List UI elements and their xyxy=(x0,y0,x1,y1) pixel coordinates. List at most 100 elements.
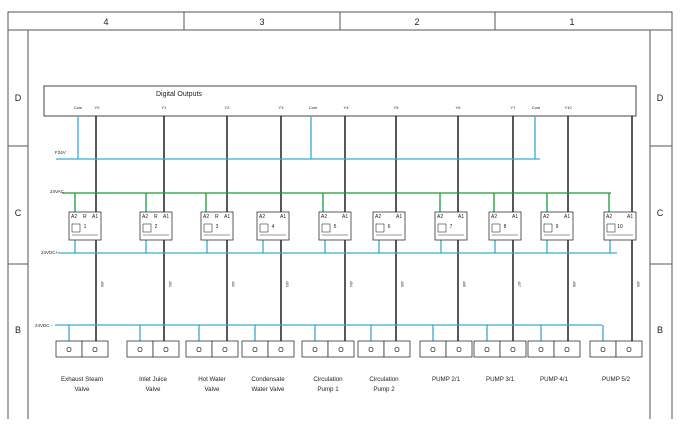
relay-a2-label: A2 xyxy=(437,214,443,220)
zone-col-label: 4 xyxy=(103,17,108,27)
terminal-symbol: O xyxy=(92,347,98,354)
load-label-line1: PUMP 2/1 xyxy=(432,376,461,383)
relay-body xyxy=(488,211,522,241)
relay-contact-symbol xyxy=(606,223,616,233)
load-label-line1: Circulation xyxy=(369,376,399,383)
load-label-line1: PUMP 3/1 xyxy=(486,376,515,383)
load-label-line1: Circulation xyxy=(313,376,343,383)
load-label-line2: Pump 1 xyxy=(317,386,339,393)
terminal-symbol: O xyxy=(430,347,436,354)
relay-a2-label: A2 xyxy=(142,214,148,220)
load-label-line2: Valve xyxy=(145,386,161,393)
terminal-symbol: O xyxy=(538,347,544,354)
relay-a2-label: A2 xyxy=(491,214,497,220)
relay-a1-label: A1 xyxy=(458,214,464,220)
relay-a1-label: A1 xyxy=(163,214,169,220)
zone-col-label: 2 xyxy=(414,17,419,27)
relay-body xyxy=(540,211,574,241)
plc-terminal-label: Y4 xyxy=(344,105,350,110)
terminal-symbol: O xyxy=(137,347,143,354)
load-label-line1: Exhaust Steam xyxy=(61,376,103,383)
relay-a1-label: A1 xyxy=(342,214,348,220)
terminal-symbol: O xyxy=(368,347,374,354)
rail-label-f24v: F24V xyxy=(55,150,66,155)
load-label-line1: Condensate xyxy=(251,376,285,383)
zone-row-label-right: D xyxy=(657,93,664,103)
relay-number: 8 xyxy=(504,224,507,230)
terminal-symbol: O xyxy=(600,347,606,354)
relay-body xyxy=(434,211,468,241)
wire-number: 402 xyxy=(231,281,235,287)
wire-number: 403 xyxy=(285,281,289,287)
load-label-line2: Valve xyxy=(74,386,90,393)
terminal-cell-right xyxy=(152,340,180,358)
wire-number: 400 xyxy=(100,281,104,287)
relay-a1-label: A1 xyxy=(224,214,230,220)
plc-terminal-label: Com xyxy=(309,105,318,110)
relay-contact-symbol xyxy=(259,223,269,233)
relay-r-label: R xyxy=(215,214,219,220)
relay-contact-symbol xyxy=(203,223,213,233)
relay-contact-symbol xyxy=(437,223,447,233)
terminal-cell-right xyxy=(327,340,355,358)
relay-a2-label: A2 xyxy=(259,214,265,220)
wire-number: 409 xyxy=(636,281,640,287)
terminal-symbol: O xyxy=(394,347,400,354)
terminal-symbol: O xyxy=(252,347,258,354)
zone-col-label: 1 xyxy=(569,17,574,27)
relay-a1-label: A1 xyxy=(280,214,286,220)
wire-number: 404 xyxy=(349,281,353,287)
relay-a2-label: A2 xyxy=(203,214,209,220)
terminal-symbol: O xyxy=(456,347,462,354)
relay-number: 1 xyxy=(84,224,87,230)
wire-number: 408 xyxy=(572,281,576,287)
relay-body xyxy=(139,211,173,241)
terminal-symbol: O xyxy=(564,347,570,354)
terminal-symbol: O xyxy=(312,347,318,354)
terminal-symbol: O xyxy=(510,347,516,354)
plc-module-title: Digital Outputs xyxy=(156,91,202,98)
zone-row-label-left: D xyxy=(15,93,22,103)
terminal-symbol: O xyxy=(626,347,632,354)
plc-terminal-label: Y1 xyxy=(162,105,168,110)
zone-row-label-right: C xyxy=(657,208,664,218)
terminal-cell-right xyxy=(81,340,109,358)
terminal-cell-right xyxy=(211,340,239,358)
relay-body xyxy=(256,211,290,241)
zone-col-label: 3 xyxy=(259,17,264,27)
terminal-cell-right xyxy=(615,340,643,358)
relay-contact-symbol xyxy=(71,223,81,233)
terminal-symbol: O xyxy=(278,347,284,354)
relay-body xyxy=(200,211,234,241)
terminal-symbol: O xyxy=(338,347,344,354)
relay-number: 4 xyxy=(272,224,275,230)
plc-output-module xyxy=(43,85,637,117)
relay-a1-label: A1 xyxy=(627,214,633,220)
relay-module: A2 A1 4 xyxy=(256,211,290,241)
plc-terminal-label: Com xyxy=(532,105,541,110)
relay-number: 9 xyxy=(556,224,559,230)
relay-a1-label: A1 xyxy=(396,214,402,220)
relay-number: 2 xyxy=(155,224,158,230)
terminal-cell-right xyxy=(445,340,473,358)
relay-r-label: R xyxy=(83,214,87,220)
plc-terminal-label: Y7 xyxy=(511,105,517,110)
load-label-line1: PUMP 5/2 xyxy=(602,376,631,383)
terminal-symbol: O xyxy=(222,347,228,354)
relay-a2-label: A2 xyxy=(321,214,327,220)
wire-number: 407 xyxy=(517,281,521,287)
terminal-cell-right xyxy=(499,340,527,358)
